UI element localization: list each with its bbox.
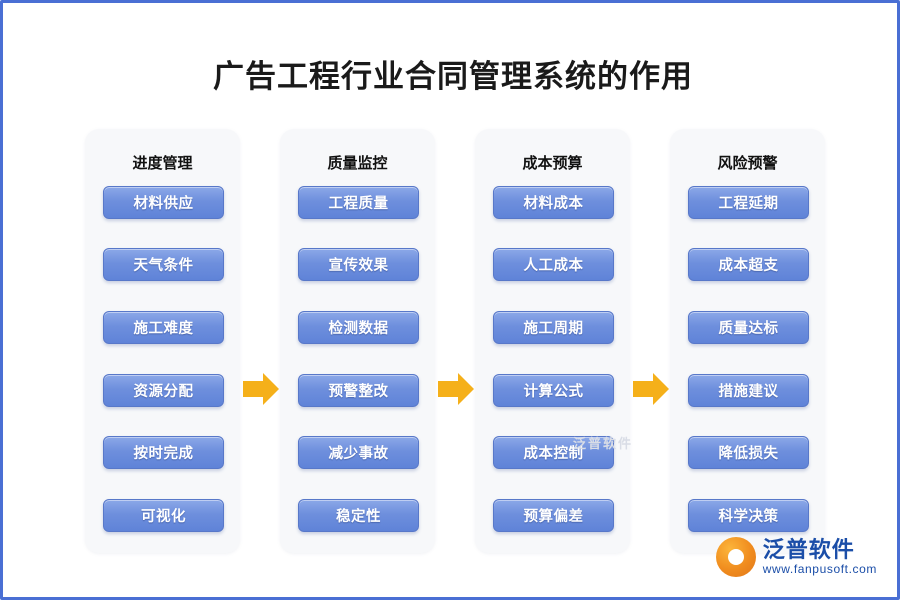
column-header: 风险预警: [717, 155, 778, 172]
logo-text-block: 泛普软件 www.fanpusoft.com: [763, 538, 877, 576]
chip-item[interactable]: 材料成本: [493, 186, 614, 219]
chip-item[interactable]: 工程质量: [298, 186, 419, 219]
page-title: 广告工程行业合同管理系统的作用: [213, 59, 693, 94]
chip-item[interactable]: 施工周期: [493, 311, 614, 344]
chip-item[interactable]: 措施建议: [688, 374, 809, 407]
watermark: 泛普软件: [573, 436, 634, 451]
column-cost-budget: 成本预算 材料成本 人工成本 施工周期 计算公式 成本控制 预算偏差: [475, 129, 630, 553]
chip-item[interactable]: 成本超支: [688, 248, 809, 281]
chip-item[interactable]: 材料供应: [103, 186, 224, 219]
chip-item[interactable]: 天气条件: [103, 248, 224, 281]
chip-item[interactable]: 质量达标: [688, 311, 809, 344]
chip-item[interactable]: 成本控制: [493, 436, 614, 469]
chip-item[interactable]: 降低损失: [688, 436, 809, 469]
logo-company-name: 泛普软件: [762, 537, 855, 563]
arrow-right-icon: [438, 372, 474, 406]
chip-item[interactable]: 检测数据: [298, 311, 419, 344]
chip-item[interactable]: 施工难度: [103, 311, 224, 344]
chip-item[interactable]: 宣传效果: [298, 248, 419, 281]
logo-website: www.fanpusoft.com: [762, 562, 877, 577]
column-progress-management: 进度管理 材料供应 天气条件 施工难度 资源分配 按时完成 可视化: [85, 129, 240, 553]
chip-item[interactable]: 工程延期: [688, 186, 809, 219]
chip-item[interactable]: 减少事故: [298, 436, 419, 469]
chip-item[interactable]: 科学决策: [688, 499, 809, 532]
column-header: 进度管理: [132, 155, 193, 172]
chip-item[interactable]: 稳定性: [298, 499, 419, 532]
column-header: 成本预算: [522, 155, 583, 172]
chip-item[interactable]: 预警整改: [298, 374, 419, 407]
chip-item[interactable]: 人工成本: [493, 248, 614, 281]
chip-item[interactable]: 按时完成: [103, 436, 224, 469]
logo-globe-icon: [715, 537, 756, 577]
chip-item[interactable]: 资源分配: [103, 374, 224, 407]
chip-item[interactable]: 可视化: [103, 499, 224, 532]
arrow-right-icon: [243, 372, 279, 406]
brand-logo: 泛普软件 www.fanpusoft.com: [715, 531, 877, 583]
chip-item[interactable]: 预算偏差: [493, 499, 614, 532]
chip-item[interactable]: 计算公式: [493, 374, 614, 407]
column-header: 质量监控: [327, 155, 388, 172]
column-quality-monitoring: 质量监控 工程质量 宣传效果 检测数据 预警整改 减少事故 稳定性: [280, 129, 435, 553]
flow-board: 进度管理 材料供应 天气条件 施工难度 资源分配 按时完成 可视化 质量监控 工…: [85, 129, 825, 553]
arrow-right-icon: [633, 372, 669, 406]
column-risk-warning: 风险预警 工程延期 成本超支 质量达标 措施建议 降低损失 科学决策: [670, 129, 825, 553]
